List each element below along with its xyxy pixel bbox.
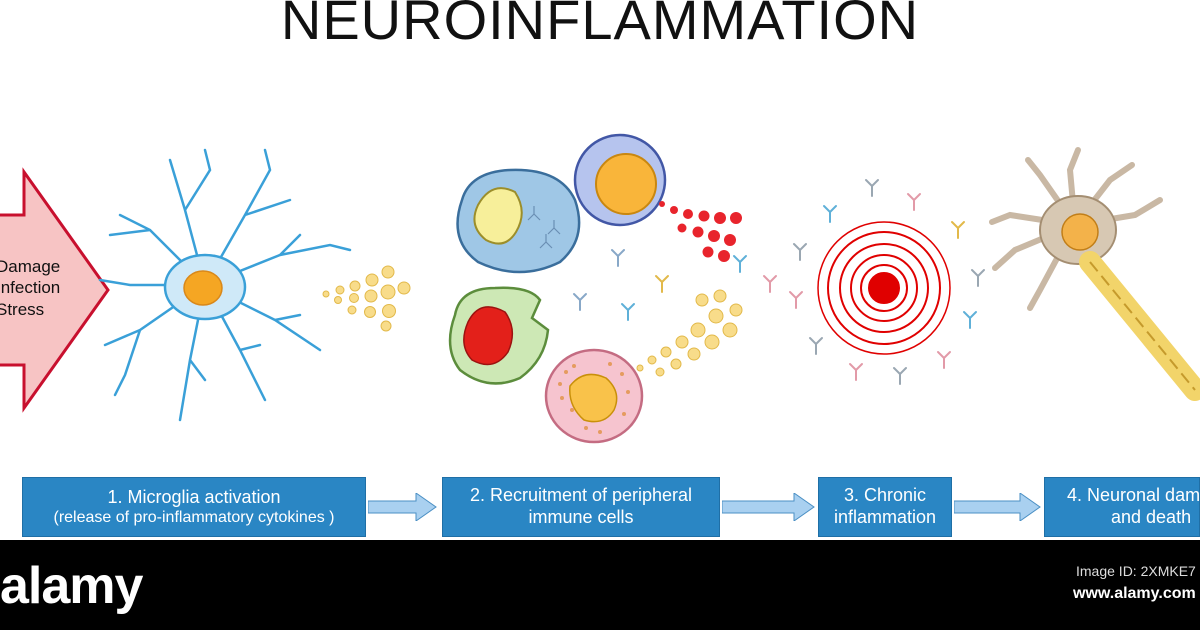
inflammation-target-icon	[817, 221, 951, 355]
cytokine-particles-1	[322, 265, 411, 332]
brand-logo: alamy	[0, 557, 143, 615]
monocyte-cell-icon	[456, 168, 581, 274]
step-3-title: 3. Chronic	[843, 485, 927, 506]
site-url: www.alamy.com	[1073, 585, 1196, 602]
step-2-box: 2. Recruitment of peripheral immune cell…	[442, 477, 720, 537]
step-4-subtitle: and death	[1111, 507, 1192, 527]
flow-arrow-1	[368, 493, 437, 521]
step-2-title: 2. Recruitment of peripheral	[469, 485, 693, 506]
antibody-ring-icons	[763, 179, 985, 385]
step-3-box: 3. Chronic inflammation	[818, 477, 952, 537]
step-4-box: 4. Neuronal damage and death	[1044, 477, 1200, 537]
axon	[1079, 251, 1200, 401]
trigger-line-infection: Infection	[0, 278, 61, 298]
trigger-line-damage: Damage	[0, 257, 61, 276]
step-1-title: 1. Microglia activation	[107, 486, 281, 507]
flow-arrow-3	[954, 493, 1041, 521]
macrophage-cell-icon	[448, 286, 550, 385]
step-1-box: 1. Microglia activation (release of pro-…	[22, 477, 366, 537]
step-4-title: 4. Neuronal damage	[1067, 485, 1200, 506]
step-2-subtitle: immune cells	[528, 507, 634, 527]
step-3-subtitle: inflammation	[833, 507, 937, 527]
damaged-neuron-icon	[989, 147, 1200, 401]
diagram-title: NEUROINFLAMMATION	[280, 0, 920, 51]
antibody-icons-stage2	[573, 249, 747, 321]
cytokine-particles-2	[636, 289, 743, 377]
step-1-subtitle: (release of pro-inflammatory cytokines )	[53, 509, 335, 527]
microglia-cell-icon	[98, 148, 352, 422]
stock-footer-bar	[0, 540, 1200, 630]
image-id-text: Image ID: 2XMKE7	[1076, 563, 1196, 579]
trigger-line-stress: Stress	[0, 299, 45, 319]
mast-cell-icon	[544, 348, 644, 444]
trigger-arrow	[0, 167, 110, 413]
lymphocyte-cell-icon	[573, 133, 667, 227]
trigger-label: Damage Infection Stress	[0, 256, 76, 320]
flow-arrow-2	[722, 493, 815, 521]
illustration-canvas	[0, 133, 1200, 444]
red-cytokine-particles	[659, 201, 742, 262]
